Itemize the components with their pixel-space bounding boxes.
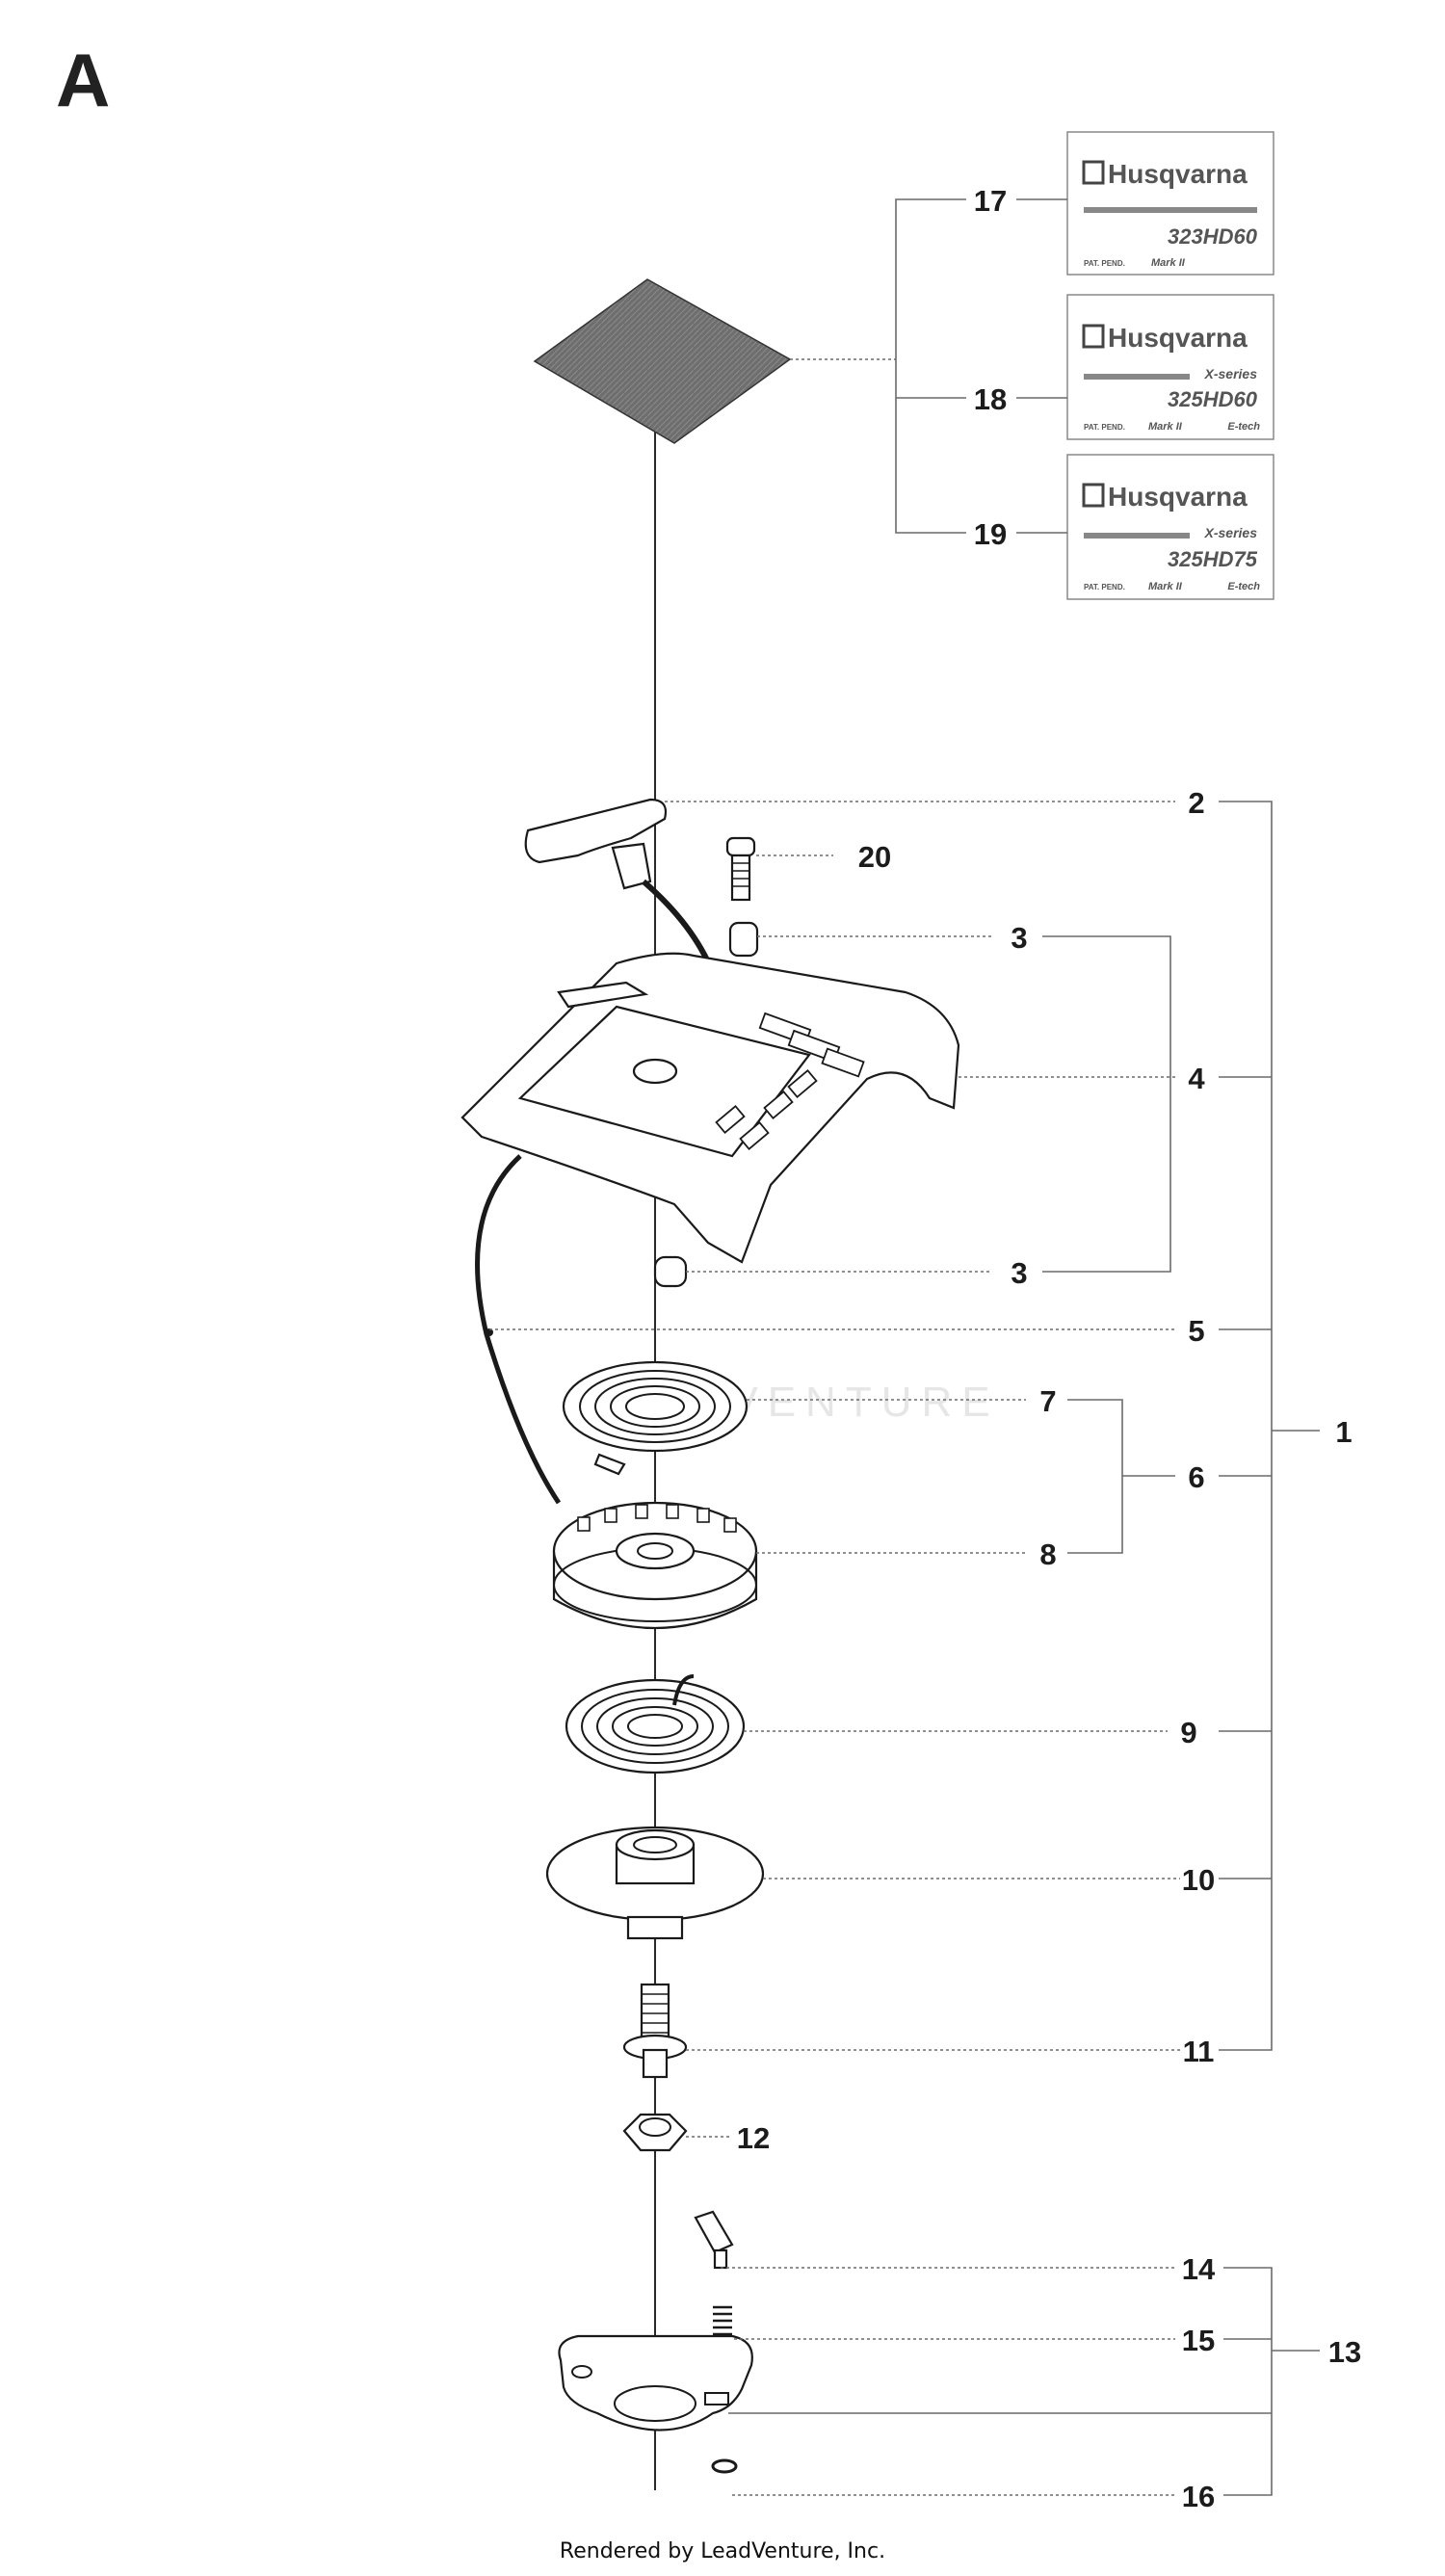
husqvarna-logo-icon bbox=[1082, 483, 1105, 508]
decal-3-tech: E-tech bbox=[1227, 581, 1260, 592]
callout-10: 10 bbox=[1182, 1863, 1215, 1897]
decal-2-series: X-series bbox=[1204, 366, 1258, 381]
leaders-decals bbox=[790, 198, 1067, 534]
decal-3-series: X-series bbox=[1204, 525, 1258, 540]
center-screw-part bbox=[622, 1983, 688, 2079]
bushing-top-part bbox=[728, 921, 759, 958]
decal-3-brand: Husqvarna bbox=[1108, 482, 1248, 512]
callout-6: 6 bbox=[1188, 1460, 1204, 1494]
decal-card-1: Husqvarna 323HD60 PAT. PEND. Mark II bbox=[1066, 131, 1274, 276]
pawl-part bbox=[694, 2210, 734, 2270]
decal-2-model: 325HD60 bbox=[1168, 387, 1258, 411]
leaders-main bbox=[489, 801, 1320, 2496]
decal-card-2: Husqvarna X-series 325HD60 PAT. PEND. Ma… bbox=[1066, 294, 1274, 440]
husqvarna-logo-icon bbox=[1082, 324, 1105, 349]
decal-1-model: 323HD60 bbox=[1168, 224, 1258, 249]
callout-9: 9 bbox=[1180, 1716, 1196, 1749]
decal-2-pat: PAT. PEND. bbox=[1084, 423, 1125, 432]
pawl-spring-part bbox=[713, 2305, 732, 2336]
pawl-carrier-part bbox=[558, 2334, 753, 2431]
decal-3-stripe bbox=[1084, 533, 1190, 539]
callout-16: 16 bbox=[1182, 2480, 1215, 2513]
callout-11: 11 bbox=[1183, 2035, 1215, 2068]
callout-8: 8 bbox=[1039, 1538, 1056, 1571]
clip-part bbox=[711, 2458, 738, 2474]
bushing-bottom-part bbox=[653, 1255, 688, 1288]
callout-20: 20 bbox=[858, 840, 891, 874]
decal-3-mark: Mark II bbox=[1148, 581, 1183, 592]
callout-5: 5 bbox=[1188, 1314, 1204, 1348]
decal-1-mark: Mark II bbox=[1151, 257, 1186, 269]
decal-1-stripe bbox=[1084, 207, 1257, 213]
callout-2: 2 bbox=[1188, 786, 1204, 820]
callout-18: 18 bbox=[974, 382, 1007, 416]
decal-3-model: 325HD75 bbox=[1168, 547, 1258, 571]
callout-12: 12 bbox=[737, 2121, 770, 2155]
callout-15: 15 bbox=[1182, 2324, 1215, 2357]
callout-3-top: 3 bbox=[1011, 921, 1027, 955]
callout-4: 4 bbox=[1188, 1062, 1205, 1095]
decal-card-3: Husqvarna X-series 325HD75 PAT. PEND. Ma… bbox=[1066, 454, 1274, 600]
callout-1: 1 bbox=[1335, 1415, 1352, 1449]
decal-3-pat: PAT. PEND. bbox=[1084, 583, 1125, 591]
starter-handle-part bbox=[524, 798, 716, 975]
decal-2-brand: Husqvarna bbox=[1108, 323, 1248, 353]
callout-3-bottom: 3 bbox=[1011, 1256, 1027, 1290]
starter-housing-part bbox=[460, 952, 960, 1264]
starter-rope-part bbox=[475, 1154, 562, 1505]
callout-19: 19 bbox=[974, 517, 1007, 551]
screw-part bbox=[725, 836, 756, 902]
decal-2-tech: E-tech bbox=[1227, 421, 1260, 433]
callout-7: 7 bbox=[1039, 1384, 1056, 1418]
recoil-spring-part bbox=[562, 1360, 749, 1476]
callout-17: 17 bbox=[974, 184, 1007, 218]
spring-part bbox=[565, 1674, 746, 1774]
footer-credit: Rendered by LeadVenture, Inc. bbox=[559, 2539, 886, 2563]
callout-13: 13 bbox=[1328, 2335, 1361, 2369]
nut-part bbox=[622, 2113, 688, 2152]
decal-1-pat: PAT. PEND. bbox=[1084, 259, 1125, 268]
section-letter: A bbox=[56, 38, 111, 122]
callout-14: 14 bbox=[1182, 2252, 1216, 2286]
decal-2-stripe bbox=[1084, 374, 1190, 380]
husqvarna-logo-icon bbox=[1082, 160, 1105, 185]
decal-2-mark: Mark II bbox=[1148, 421, 1183, 433]
decal-1-brand: Husqvarna bbox=[1108, 159, 1248, 189]
rope-pulley-part bbox=[552, 1501, 758, 1630]
spring-housing-part bbox=[545, 1826, 765, 1940]
decal-sheet-part bbox=[533, 278, 792, 444]
